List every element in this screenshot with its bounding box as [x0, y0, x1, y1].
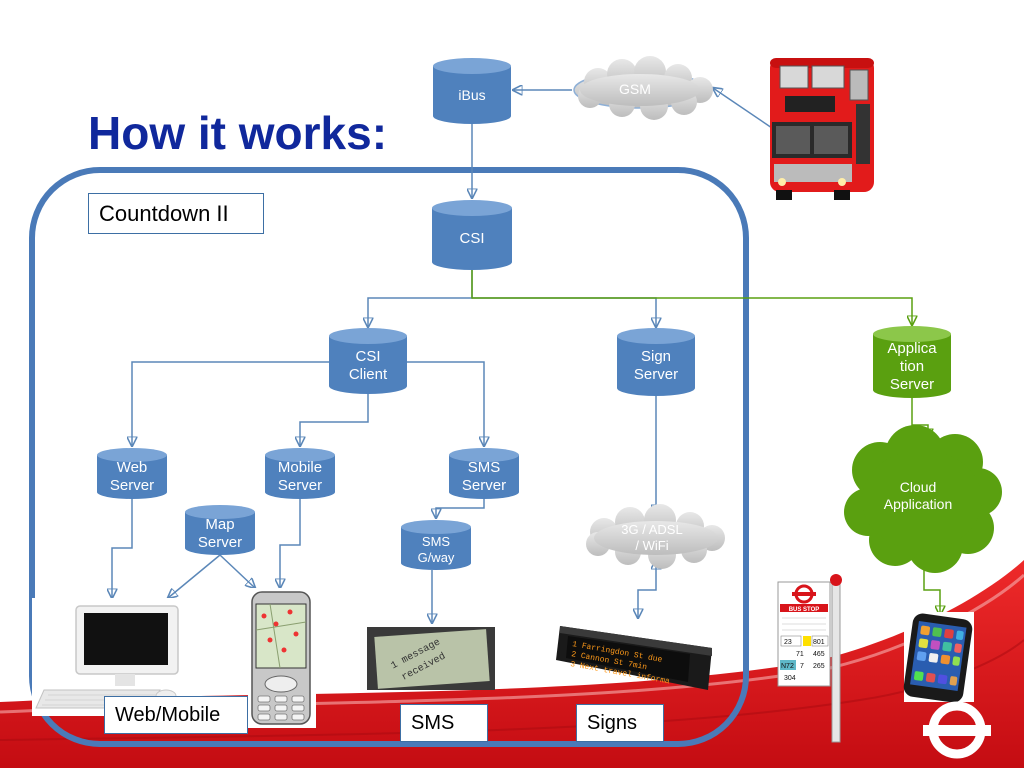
- cloud-application-cloud: [844, 425, 1002, 573]
- connector-csiclient-webserver: [132, 361, 330, 446]
- connector-smsserver-gateway: [436, 498, 485, 518]
- sign-server-text-line-2: Server: [633, 366, 679, 383]
- ibus-cylinder: [433, 58, 511, 124]
- sign-server-cylinder: [617, 328, 695, 396]
- csi-client-cylinder: [329, 328, 407, 394]
- mobile-server-text-line-2: Server: [277, 477, 323, 494]
- web-server-text-line-2: Server: [109, 477, 155, 494]
- connector-csi-appserver: [471, 270, 912, 325]
- mobile-server-text-line-1: Mobile: [277, 459, 323, 476]
- connector-webserver-computer: [112, 498, 133, 598]
- csi-client-text-line-2: Client: [348, 366, 388, 383]
- countdown-label: Countdown II: [88, 193, 264, 234]
- ibus-text: iBus: [458, 86, 486, 103]
- web-server-cylinder: [97, 448, 167, 499]
- cloud-application-text-line-1: Cloud: [899, 479, 937, 496]
- mobile-server-cylinder: [265, 448, 335, 499]
- ibus-label: iBus: [433, 80, 511, 110]
- cylinders: [97, 58, 951, 570]
- bus-stop-image: BUS STOP 23 801 71 465 N72 7 265 304: [777, 574, 842, 743]
- bus-stop-route-801: 801: [813, 639, 825, 646]
- gsm-text: GSM: [619, 80, 651, 97]
- bus-stop-route-23: 23: [784, 639, 792, 646]
- web-mobile-label: Web/Mobile: [104, 696, 248, 734]
- sms-server-text-line-1: SMS: [467, 459, 501, 476]
- bus-stop-route-465: 465: [813, 651, 825, 658]
- countdown-frame: [29, 167, 749, 747]
- map-server-text-line-2: Server: [197, 534, 243, 551]
- sms-gateway-cylinder: [401, 520, 471, 570]
- led-sign-image: 1 Farringdon St due 2 Cannon St 7min 3 N…: [556, 626, 712, 690]
- bus-image: [770, 58, 874, 200]
- web-server-text-line-1: Web: [116, 459, 148, 476]
- signs-label: Signs: [576, 704, 664, 742]
- network-3g-label: 3G / ADSL / WiFi: [604, 520, 700, 556]
- sign-server-label: Sign Server: [617, 344, 695, 388]
- sms-phone-screen-image: 1 message received: [367, 627, 495, 690]
- sms-server-text-line-2: Server: [461, 477, 507, 494]
- bus-stop-route-n72: N72: [781, 663, 794, 670]
- csi-client-label: CSI Client: [329, 344, 407, 388]
- connector-csiclient-mobileserver: [300, 394, 369, 446]
- bus-stop-route-265: 265: [813, 663, 825, 670]
- gsm-cloud: [573, 56, 713, 120]
- sms-gateway-text-line-1: SMS: [421, 534, 451, 550]
- csi-text: CSI: [459, 230, 485, 247]
- connector-csi-signserver: [472, 297, 656, 327]
- map-server-cylinder: [185, 505, 255, 555]
- sms-gateway-text-line-2: G/way: [417, 550, 455, 565]
- mobile-phone-image: [248, 588, 316, 728]
- csi-client-text-line-1: CSI: [355, 348, 381, 365]
- connector-bus-gsm: [713, 88, 773, 129]
- application-server-text-line-1: Applica: [887, 340, 937, 357]
- bus-stop-heading: BUS STOP: [789, 607, 820, 613]
- gsm-label: GSM: [590, 78, 680, 100]
- application-server-text-line-2: tion: [899, 358, 925, 375]
- application-server-cylinder: [873, 326, 951, 398]
- connector-3g-signs: [638, 560, 656, 618]
- smartphone-image: [903, 612, 974, 703]
- web-server-label: Web Server: [97, 457, 167, 497]
- csi-label: CSI: [432, 224, 512, 254]
- connector-csiclient-smsserver: [406, 361, 484, 446]
- network-3g-cloud: [586, 504, 725, 569]
- csi-cylinder: [432, 200, 512, 270]
- sms-label: SMS: [400, 704, 488, 742]
- connector-csi-csiclient: [368, 270, 473, 327]
- connector-mapserver-computer: [168, 554, 221, 598]
- tfl-roundel-logo: [923, 701, 991, 759]
- sms-gateway-label: SMS G/way: [401, 532, 471, 568]
- page-title: How it works:: [88, 107, 388, 159]
- bus-stop-route-71: 71: [796, 651, 804, 658]
- map-server-text-line-1: Map: [205, 516, 235, 533]
- cloud-application-text-line-2: Application: [883, 496, 953, 512]
- mobile-server-label: Mobile Server: [262, 457, 338, 497]
- connector-cloud-smartphone: [923, 566, 940, 615]
- network-3g-text-line-1: 3G / ADSL: [621, 522, 683, 538]
- connector-mobileserver-phone: [280, 498, 301, 588]
- connector-mapserver-phone: [219, 554, 255, 588]
- application-server-label: Applica tion Server: [873, 336, 951, 398]
- application-server-text-line-3: Server: [889, 376, 935, 393]
- map-server-label: Map Server: [185, 514, 255, 554]
- cloud-application-label: Cloud Application: [870, 476, 966, 516]
- network-3g-text-line-2: / WiFi: [635, 538, 669, 553]
- sms-server-cylinder: [449, 448, 519, 499]
- bus-stop-route-7: 7: [800, 663, 804, 670]
- sign-server-text-line-1: Sign: [640, 348, 672, 365]
- bus-stop-route-304: 304: [784, 675, 796, 682]
- sms-server-label: SMS Server: [449, 457, 519, 497]
- connectors: [112, 88, 940, 623]
